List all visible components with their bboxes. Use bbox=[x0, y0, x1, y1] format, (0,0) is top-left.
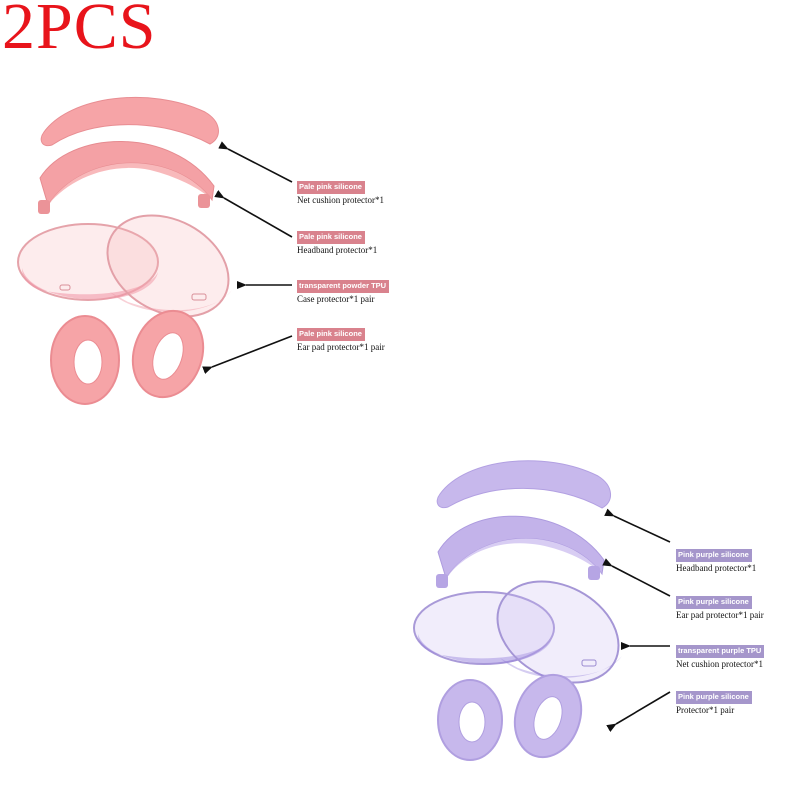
part-description: Case protector*1 pair bbox=[297, 294, 375, 304]
headline-2pcs: 2PCS bbox=[2, 0, 157, 63]
purple-product-set bbox=[413, 460, 671, 761]
material-tag: Pale pink silicone bbox=[297, 231, 365, 244]
purple-callout-arrows bbox=[602, 508, 671, 733]
pink-net-cushion-protector bbox=[40, 96, 219, 147]
part-description: Net cushion protector*1 bbox=[676, 659, 763, 669]
material-tag: Pink purple silicone bbox=[676, 691, 752, 704]
pink-callout-headband: Pale pink silicone Headband protector*1 bbox=[297, 226, 377, 255]
purple-headband-protector bbox=[436, 515, 605, 588]
part-description: Protector*1 pair bbox=[676, 705, 735, 715]
pink-callout-net-cushion: Pale pink silicone Net cushion protector… bbox=[297, 176, 384, 205]
part-description: Headband protector*1 bbox=[297, 245, 378, 255]
purple-callout-ear-pad: Pink purple silicone Ear pad protector*1… bbox=[676, 591, 764, 620]
part-description: Net cushion protector*1 bbox=[297, 195, 384, 205]
material-tag: Pale pink silicone bbox=[297, 181, 365, 194]
pink-product-set bbox=[17, 96, 293, 405]
purple-callout-protector: Pink purple silicone Protector*1 pair bbox=[676, 686, 752, 715]
pink-ear-pad-protectors bbox=[50, 309, 205, 405]
pink-headband-protector bbox=[38, 141, 215, 214]
part-description: Headband protector*1 bbox=[676, 563, 757, 573]
material-tag: transparent powder TPU bbox=[297, 280, 390, 293]
pink-case-protectors bbox=[17, 214, 232, 318]
purple-net-cushion-protector bbox=[436, 460, 611, 509]
purple-callout-headband: Pink purple silicone Headband protector*… bbox=[676, 544, 756, 573]
purple-ear-pad-protectors bbox=[437, 673, 583, 761]
pink-callout-ear-pad: Pale pink silicone Ear pad protector*1 p… bbox=[297, 323, 385, 352]
purple-callout-net-cushion: transparent purple TPU Net cushion prote… bbox=[676, 640, 765, 669]
material-tag: Pale pink silicone bbox=[297, 328, 365, 341]
pink-callout-arrows bbox=[202, 141, 293, 374]
material-tag: Pink purple silicone bbox=[676, 549, 752, 562]
material-tag: transparent purple TPU bbox=[676, 645, 765, 658]
pink-callout-case: transparent powder TPU Case protector*1 … bbox=[297, 275, 390, 304]
purple-case-protectors bbox=[413, 580, 622, 684]
part-description: Ear pad protector*1 pair bbox=[297, 342, 385, 352]
material-tag: Pink purple silicone bbox=[676, 596, 752, 609]
part-description: Ear pad protector*1 pair bbox=[676, 610, 764, 620]
